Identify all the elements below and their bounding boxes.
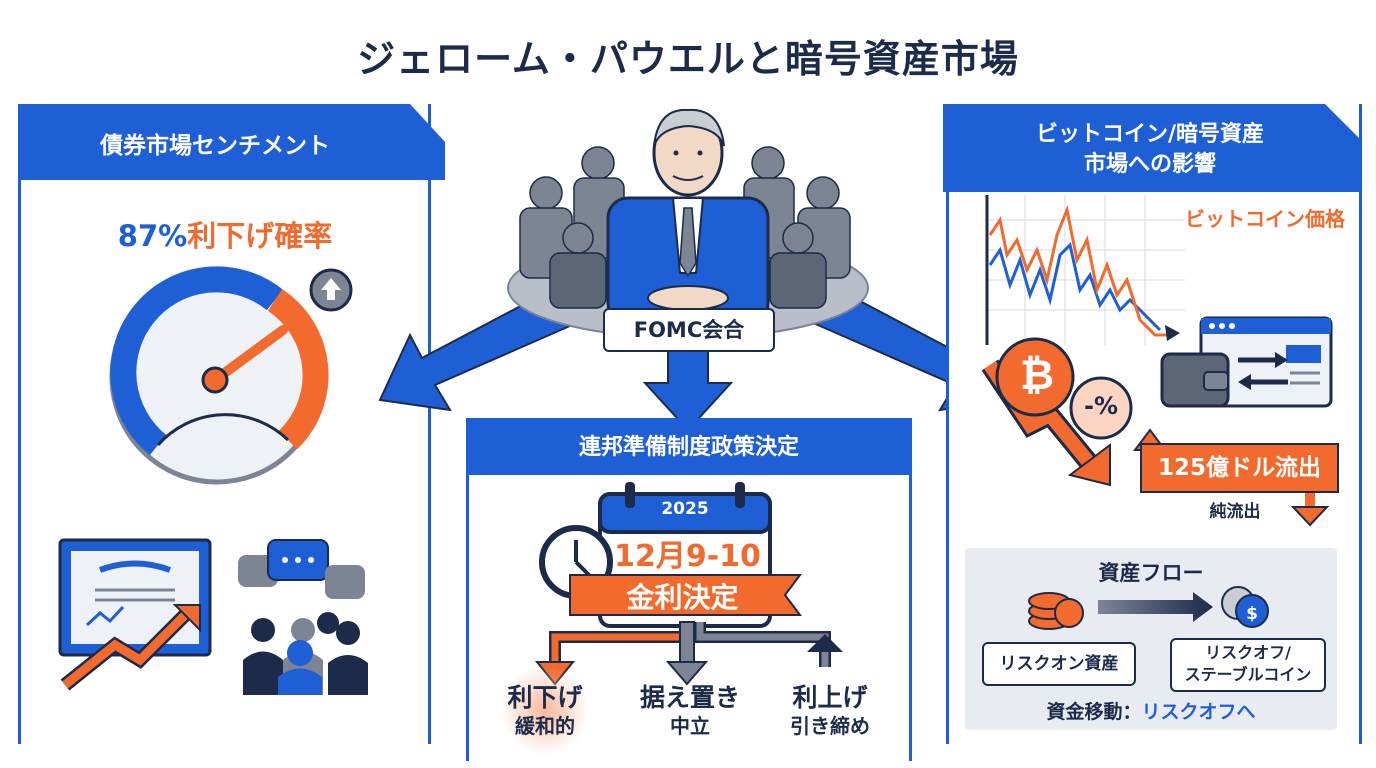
- calendar-year: 2025: [661, 499, 709, 519]
- crypto-panel-header-line1: ビットコイン/暗号資産: [1035, 122, 1265, 147]
- crypto-panel-header-line2: 市場への影響: [1083, 152, 1216, 177]
- outflow-amount: 125億ドル流出: [1140, 443, 1339, 493]
- outcome-hike-title: 利上げ: [792, 683, 868, 712]
- bond-panel-header: 債券市場センチメント: [100, 133, 330, 159]
- decision-label: 金利決定: [626, 581, 739, 614]
- outcome-cut-sub: 緩和的: [515, 714, 575, 738]
- decision-ribbon: [569, 574, 802, 616]
- certificate-icon: [58, 538, 212, 691]
- risk-on-assets-box: リスクオン資産: [982, 642, 1136, 686]
- flow-arrow-icon: [1098, 592, 1213, 622]
- fomc-meeting-illustration: [507, 108, 869, 339]
- speech-bubbles-icon: [238, 539, 365, 599]
- dollar-coin-icon: [1221, 586, 1269, 628]
- probability-value: 87%: [117, 219, 188, 253]
- capital-move-prefix: 資金移動：: [1046, 701, 1142, 723]
- bitcoin-price-label: ビットコイン価格: [1185, 207, 1345, 231]
- people-icon: [243, 612, 368, 695]
- risk-off-line2: ステーブルコイン: [1184, 665, 1312, 684]
- asset-flow-title: 資産フロー: [1098, 561, 1204, 585]
- dollar-symbol: $: [1246, 604, 1258, 624]
- bitcoin-price-chart: [985, 195, 1185, 345]
- bitcoin-symbol: ₿: [1019, 350, 1055, 399]
- capital-move-target: リスクオフへ: [1141, 701, 1256, 723]
- arrow-down-icon: [642, 347, 734, 432]
- transfer-arrows-icon: [1238, 352, 1288, 390]
- percent-badge: -%: [1083, 392, 1118, 420]
- percent-badge-circle: [1069, 376, 1133, 440]
- up-arrow-icon: [309, 268, 353, 312]
- coin-stack-icon: [1028, 592, 1084, 630]
- crypto-panel-header-shape: [943, 104, 1359, 192]
- risk-off-assets-box: リスクオフ/ ステーブルコイン: [1170, 638, 1326, 692]
- page-title: ジェローム・パウエルと暗号資産市場: [357, 37, 1019, 81]
- outcome-cut-title: 利下げ: [507, 683, 583, 712]
- wallet-icon: [1160, 352, 1230, 408]
- outcome-hold-sub: 中立: [670, 714, 710, 738]
- risk-off-line1: リスクオフ/: [1205, 643, 1291, 662]
- gauge-icon: [109, 266, 329, 485]
- cut-probability-heading: 87%利下げ確率: [40, 213, 410, 255]
- probability-label: 利下げ確率: [187, 219, 333, 253]
- fomc-meeting-label: FOMC会合: [603, 308, 775, 352]
- bitcoin-icon: [995, 337, 1075, 417]
- fed-policy-panel-header: 連邦準備制度政策決定: [469, 421, 909, 475]
- capital-move-text: 資金移動：リスクオフへ: [965, 697, 1337, 724]
- outcome-hold-title: 据え置き: [639, 683, 740, 712]
- bond-panel-header-shape: [20, 104, 445, 180]
- outflow-sub: 純流出: [1209, 502, 1261, 522]
- outcome-hike-sub: 引き締め: [790, 714, 870, 738]
- rate-cut-glow: [500, 665, 590, 755]
